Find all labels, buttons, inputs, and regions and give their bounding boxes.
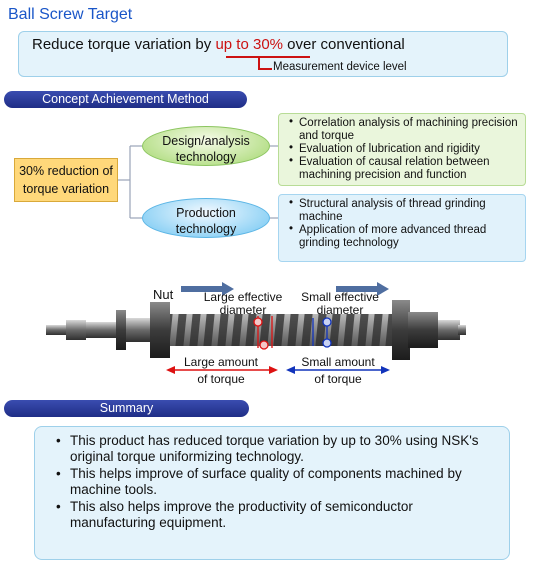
- small-ball-top: [322, 317, 332, 327]
- nut-label: Nut: [153, 287, 174, 302]
- large-range-head-right: [269, 366, 278, 374]
- result-line2: torque variation: [22, 182, 110, 196]
- design-line1: Design/analysis: [162, 134, 250, 148]
- large-torque-label: Large amount of torque: [168, 356, 274, 386]
- large-torque-line1: Large amount: [183, 355, 259, 369]
- target-suffix: over conventional: [283, 36, 405, 53]
- small-range-head-right: [381, 366, 390, 374]
- large-diameter-label: Large effective diameter: [192, 291, 294, 317]
- shaft-end-right: [458, 325, 466, 335]
- large-torque-line2: of torque: [197, 372, 245, 386]
- production-detail-box: Structural analysis of thread grinding m…: [278, 194, 526, 262]
- production-line2: technology: [175, 222, 237, 236]
- highlight-underline: [226, 56, 310, 58]
- summary-item: This helps improve of surface quality of…: [56, 466, 492, 498]
- target-highlight: up to 30%: [215, 36, 284, 53]
- left-nut-sleeve: [126, 318, 152, 342]
- design-item: Evaluation of causal relation between ma…: [289, 155, 520, 182]
- small-torque-line1: Small amount: [301, 355, 375, 369]
- ball-screw-illustration: [46, 282, 466, 374]
- left-nut-flange: [150, 302, 170, 358]
- shaft-end-left: [46, 325, 68, 335]
- right-nut-flange: [392, 300, 410, 360]
- result-box: 30% reduction of torque variation: [14, 158, 118, 202]
- production-item: Structural analysis of thread grinding m…: [289, 197, 520, 224]
- small-ball-bottom: [322, 338, 332, 348]
- target-statement: Reduce torque variation by up to 30% ove…: [32, 36, 405, 53]
- measurement-note: Measurement device level: [273, 61, 407, 73]
- small-diameter-line1: Small effective: [301, 290, 379, 304]
- design-detail-box: Correlation analysis of machining precis…: [278, 113, 526, 186]
- large-diameter-marker: [253, 316, 273, 350]
- large-range-head-left: [166, 366, 175, 374]
- summary-list: This product has reduced torque variatio…: [52, 433, 492, 532]
- small-torque-line2: of torque: [314, 372, 362, 386]
- production-line1: Production: [176, 206, 236, 220]
- note-connector-h: [258, 68, 272, 70]
- large-ball-bottom: [259, 340, 269, 350]
- target-box: [18, 31, 508, 77]
- summary-item: This product has reduced torque variatio…: [56, 433, 492, 465]
- motion-arrow-left: [181, 282, 234, 296]
- note-connector: [258, 57, 260, 69]
- right-nut-body: [408, 312, 438, 348]
- shaft-step-left: [66, 320, 86, 340]
- design-item: Correlation analysis of machining precis…: [289, 116, 520, 143]
- small-torque-label: Small amount of torque: [286, 356, 390, 386]
- large-ball-top: [253, 317, 263, 327]
- shaft-step-right: [438, 320, 460, 340]
- design-technology-ellipse: Design/analysis technology: [142, 126, 270, 166]
- small-diameter-line2: diameter: [316, 303, 364, 317]
- large-torque-range: [166, 366, 278, 374]
- small-diameter-marker: [312, 317, 332, 348]
- concept-header: Concept Achievement Method: [4, 91, 247, 108]
- small-diameter-label: Small effective diameter: [290, 291, 390, 317]
- large-diameter-line2: diameter: [219, 303, 267, 317]
- summary-header: Summary: [4, 400, 249, 417]
- large-diameter-line1: Large effective: [203, 290, 283, 304]
- small-range-head-left: [286, 366, 295, 374]
- shaft-journal-left: [86, 322, 116, 338]
- summary-item: This also helps improve the productivity…: [56, 499, 492, 531]
- design-line2: technology: [175, 150, 237, 164]
- design-item: Evaluation of lubrication and rigidity: [289, 142, 520, 156]
- production-item: Application of more advanced thread grin…: [289, 223, 520, 250]
- left-nut-body: [116, 310, 126, 350]
- result-line1: 30% reduction of: [19, 164, 113, 178]
- production-technology-ellipse: Production technology: [142, 198, 270, 238]
- motion-arrow-right: [336, 282, 389, 296]
- small-torque-range: [286, 366, 390, 374]
- target-prefix: Reduce torque variation by: [32, 36, 216, 53]
- page-title: Ball Screw Target: [8, 6, 133, 23]
